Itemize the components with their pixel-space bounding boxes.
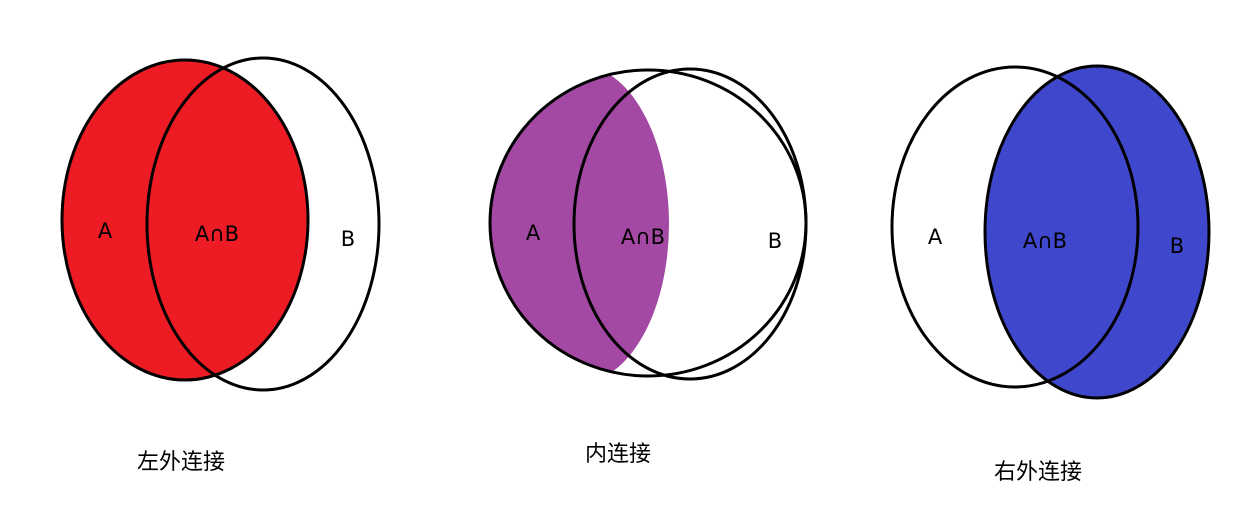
intersection-label: A∩B [195, 222, 239, 246]
join-caption: 右外连接 [994, 460, 1082, 485]
set-b-label: B [768, 229, 782, 253]
join-caption: 内连接 [585, 442, 651, 467]
set-b-outline [145, 56, 381, 392]
intersection-region [490, 70, 669, 376]
join-caption: 左外连接 [137, 450, 225, 475]
venn-left-outer-join: A A∩B B 左外连接 [60, 56, 381, 475]
set-a-region [62, 60, 308, 380]
set-b-region [985, 66, 1209, 398]
set-a-label: A [526, 221, 541, 245]
set-a-outline [890, 65, 1140, 389]
set-b-label: B [1170, 234, 1184, 258]
set-b-outline [983, 64, 1211, 400]
intersection-label: A∩B [621, 225, 665, 249]
intersection-label: A∩B [1023, 229, 1067, 253]
set-a-label: A [928, 225, 943, 249]
set-a-outline [60, 58, 310, 382]
venn-inner-join: A A∩B B 内连接 [488, 67, 808, 467]
venn-right-outer-join: A A∩B B 右外连接 [890, 64, 1211, 485]
set-a-label: A [98, 219, 113, 243]
set-b-label: B [341, 227, 355, 251]
set-b-outline [572, 67, 808, 381]
